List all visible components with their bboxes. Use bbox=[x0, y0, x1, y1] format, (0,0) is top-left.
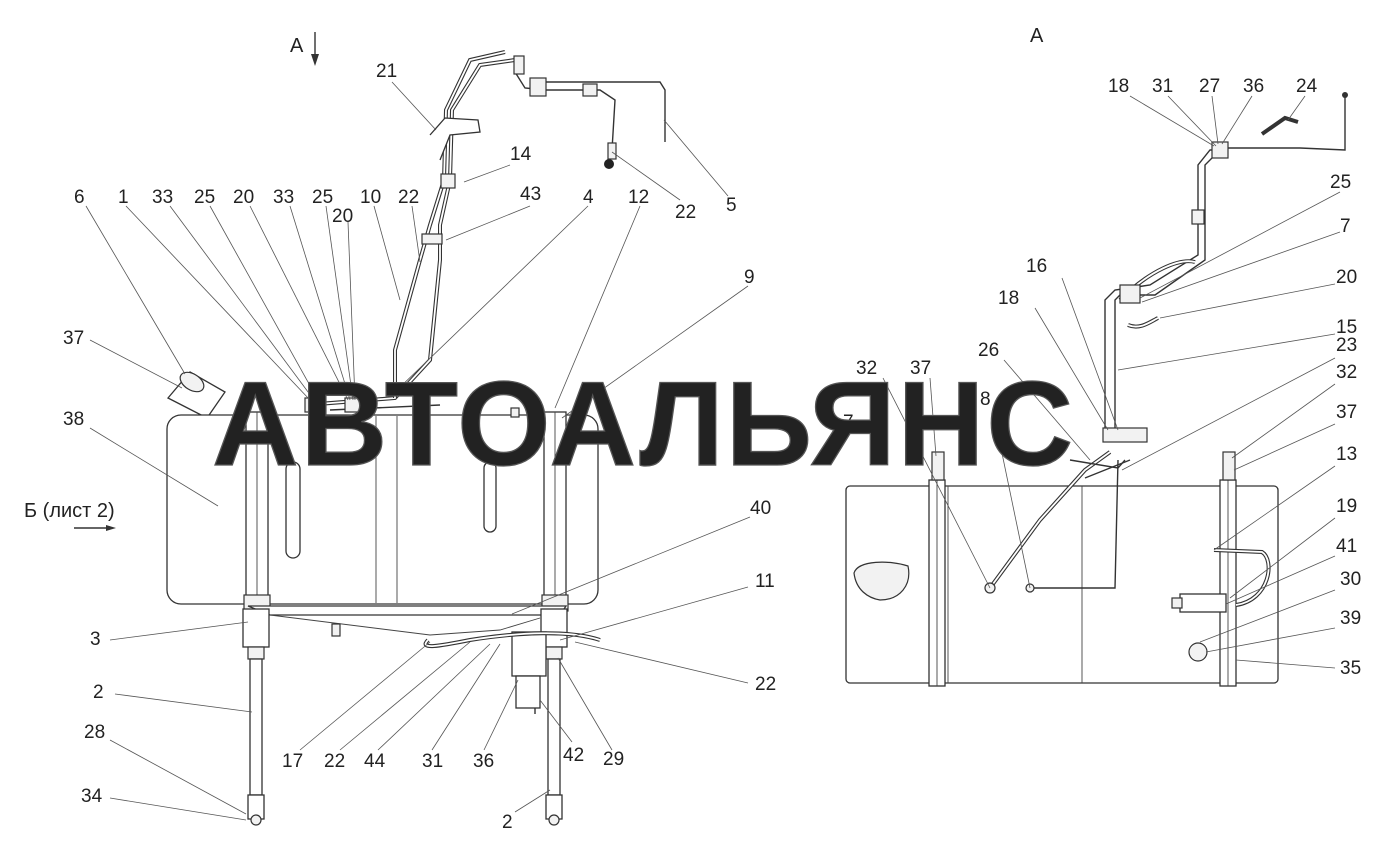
callout-22-a: 22 bbox=[398, 187, 419, 208]
callout-27: 27 bbox=[1199, 76, 1220, 97]
callout-44: 44 bbox=[364, 751, 386, 772]
callout-2-b: 2 bbox=[502, 812, 513, 833]
callout-41: 41 bbox=[1336, 536, 1357, 557]
callout-31-b: 31 bbox=[1152, 76, 1173, 97]
callout-22-c: 22 bbox=[755, 674, 776, 695]
view-b-arrow-head bbox=[106, 525, 116, 531]
callout-22-b: 22 bbox=[675, 202, 696, 223]
callout-37-c: 37 bbox=[1336, 402, 1357, 423]
callout-20-b: 20 bbox=[332, 206, 353, 227]
callout-36-a: 36 bbox=[473, 751, 494, 772]
callout-25-a: 25 bbox=[194, 187, 215, 208]
callout-25-b: 25 bbox=[312, 187, 333, 208]
callout-1: 1 bbox=[118, 187, 129, 208]
view-a-fuel-lines bbox=[984, 92, 1348, 594]
callout-18-b: 18 bbox=[998, 288, 1019, 309]
callout-labels: 21 14 6 1 33 25 20 33 25 20 10 22 43 4 1… bbox=[63, 61, 1361, 833]
view-a: А bbox=[845, 25, 1348, 687]
callout-29: 29 bbox=[603, 749, 624, 770]
view-a-tank-body bbox=[845, 485, 1279, 684]
bottom-shield-line bbox=[269, 614, 541, 636]
callout-40: 40 bbox=[750, 498, 771, 519]
callout-28: 28 bbox=[84, 722, 105, 743]
callout-16: 16 bbox=[1026, 256, 1047, 277]
callout-13: 13 bbox=[1336, 444, 1357, 465]
callout-10: 10 bbox=[360, 187, 381, 208]
callout-25-c: 25 bbox=[1330, 172, 1351, 193]
callout-32-b: 32 bbox=[1336, 362, 1357, 383]
callout-3: 3 bbox=[90, 629, 101, 650]
drain-plug bbox=[331, 623, 341, 637]
callout-7-a: 7 bbox=[1340, 216, 1351, 237]
callout-5: 5 bbox=[726, 195, 737, 216]
view-a-arrow-label: А bbox=[290, 35, 304, 57]
callout-14: 14 bbox=[510, 144, 532, 165]
callout-15: 15 bbox=[1336, 317, 1357, 338]
callout-33-b: 33 bbox=[273, 187, 294, 208]
callout-30: 30 bbox=[1340, 569, 1361, 590]
watermark-text: АВТОАЛЬЯНС bbox=[212, 357, 1075, 491]
view-a-strap-left bbox=[928, 451, 946, 687]
callout-43: 43 bbox=[520, 184, 541, 205]
callout-38: 38 bbox=[63, 409, 84, 430]
callout-11: 11 bbox=[755, 571, 775, 592]
view-a-strap-right bbox=[1219, 451, 1237, 687]
callout-20-c: 20 bbox=[1336, 267, 1357, 288]
callout-22-d: 22 bbox=[324, 751, 345, 772]
callout-9: 9 bbox=[744, 267, 755, 288]
callout-2-a: 2 bbox=[93, 682, 104, 703]
callout-6: 6 bbox=[74, 187, 85, 208]
callout-36-b: 36 bbox=[1243, 76, 1264, 97]
support-rod-right bbox=[545, 658, 563, 826]
callout-39: 39 bbox=[1340, 608, 1361, 629]
callout-12: 12 bbox=[628, 187, 649, 208]
view-a-arrow-head bbox=[311, 54, 319, 66]
bottom-beam bbox=[247, 605, 568, 616]
callout-35: 35 bbox=[1340, 658, 1361, 679]
callout-32-a: 32 bbox=[856, 358, 877, 379]
callout-42: 42 bbox=[563, 745, 584, 766]
view-a-fuel-sender bbox=[1171, 593, 1227, 662]
callout-19: 19 bbox=[1336, 496, 1357, 517]
callout-31-a: 31 bbox=[422, 751, 443, 772]
callout-34: 34 bbox=[81, 786, 103, 807]
callout-21: 21 bbox=[376, 61, 397, 82]
main-view: А Б (лист 2) bbox=[24, 32, 666, 826]
callout-37-b: 37 bbox=[910, 358, 931, 379]
view-a-title: А bbox=[1030, 25, 1044, 47]
view-b-reference-label: Б (лист 2) bbox=[24, 500, 115, 522]
support-rod-left bbox=[247, 658, 265, 826]
callout-33-a: 33 bbox=[152, 187, 173, 208]
callout-8: 8 bbox=[980, 389, 991, 410]
view-a-filler-cap bbox=[853, 561, 910, 601]
filter-housing bbox=[511, 631, 547, 714]
callout-26: 26 bbox=[978, 340, 999, 361]
callout-18-a: 18 bbox=[1108, 76, 1129, 97]
bracket-left bbox=[242, 608, 270, 660]
callout-20-a: 20 bbox=[233, 187, 254, 208]
callout-4: 4 bbox=[583, 187, 594, 208]
fuel-tank-body bbox=[166, 407, 599, 605]
callout-17: 17 bbox=[282, 751, 303, 772]
callout-24: 24 bbox=[1296, 76, 1318, 97]
upper-fuel-lines bbox=[304, 50, 666, 413]
callout-37-a: 37 bbox=[63, 328, 84, 349]
callout-7-b: 7 bbox=[843, 412, 854, 433]
callout-23: 23 bbox=[1336, 335, 1357, 356]
filler-neck bbox=[166, 371, 226, 419]
leader-lines bbox=[85, 81, 1341, 821]
